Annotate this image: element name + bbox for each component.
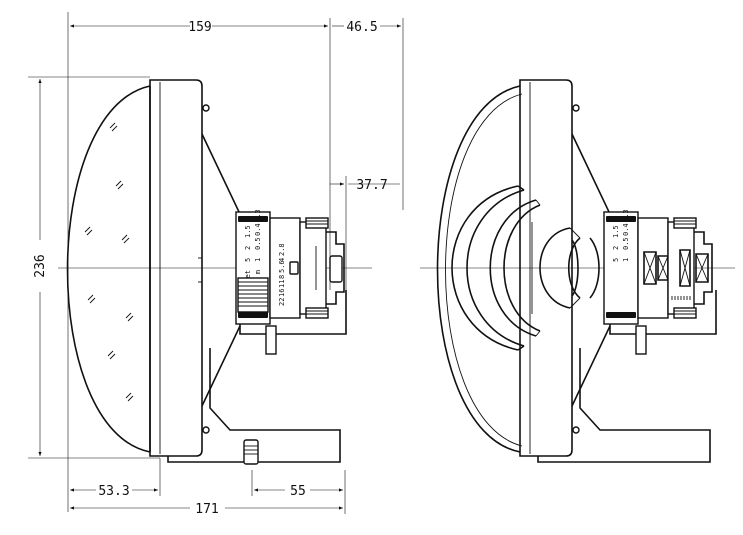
svg-text:0.4: 0.4 bbox=[622, 223, 630, 236]
svg-text:2: 2 bbox=[612, 246, 620, 250]
focus-knurl bbox=[237, 277, 269, 313]
svg-text:22: 22 bbox=[278, 298, 286, 306]
svg-text:1: 1 bbox=[622, 258, 630, 262]
section-hood-rim bbox=[519, 79, 573, 457]
section-bracket bbox=[537, 348, 711, 463]
dim-159: 159 bbox=[188, 20, 211, 35]
svg-text:5: 5 bbox=[244, 258, 252, 262]
svg-text:0.4: 0.4 bbox=[254, 223, 262, 236]
front-dome bbox=[66, 85, 151, 453]
middle-element bbox=[539, 227, 571, 309]
lens-exterior-view: feet 5 2 1.5 1 m 1 0.5 0.4 0.3 22 16 11 … bbox=[58, 79, 372, 465]
bayonet-mount bbox=[326, 231, 345, 305]
svg-text:1: 1 bbox=[254, 258, 262, 262]
dimension-labels: 159 46.5 37.7 236 53.3 55 171 bbox=[33, 20, 388, 517]
tripod-foot bbox=[265, 325, 277, 355]
section-bayonet bbox=[694, 231, 713, 305]
hood-rim bbox=[149, 79, 203, 457]
svg-text:2: 2 bbox=[244, 246, 252, 250]
front-meniscus bbox=[451, 185, 519, 351]
bracket-knob bbox=[243, 439, 259, 465]
svg-text:0.3: 0.3 bbox=[254, 209, 262, 222]
svg-text:m: m bbox=[254, 270, 262, 274]
section-aperture-ring bbox=[637, 217, 669, 319]
mounting-bracket bbox=[167, 348, 341, 463]
aperture-scale: 22 16 11 8 5.6 4 2.8 bbox=[278, 243, 286, 306]
screw-bottom bbox=[202, 426, 210, 434]
section-tripod-foot bbox=[635, 325, 647, 355]
svg-text:2.8: 2.8 bbox=[278, 243, 286, 256]
lens-cross-section-view: 5 2 1.5 1 1 0.5 0.4 0.3 bbox=[420, 79, 735, 463]
svg-text:16: 16 bbox=[278, 289, 286, 297]
barrel-ticks bbox=[671, 296, 691, 300]
dimension-lines bbox=[28, 12, 404, 514]
svg-text:1.5: 1.5 bbox=[244, 225, 252, 238]
svg-text:1: 1 bbox=[612, 218, 620, 222]
lens-cone bbox=[201, 133, 241, 407]
dim-46-5: 46.5 bbox=[346, 20, 377, 35]
dim-37-7: 37.7 bbox=[356, 178, 387, 193]
svg-text:5: 5 bbox=[612, 258, 620, 262]
dim-53-3: 53.3 bbox=[98, 484, 129, 499]
section-focus-ring bbox=[603, 211, 639, 325]
svg-text:11: 11 bbox=[278, 280, 286, 288]
rear-body bbox=[299, 221, 327, 315]
dim-171: 171 bbox=[195, 502, 218, 517]
svg-text:1: 1 bbox=[244, 218, 252, 222]
svg-text:4: 4 bbox=[278, 258, 286, 262]
svg-text:0.5: 0.5 bbox=[622, 237, 630, 250]
svg-text:1.5: 1.5 bbox=[612, 225, 620, 238]
screw-top bbox=[202, 104, 210, 112]
svg-text:0.5: 0.5 bbox=[254, 237, 262, 250]
dim-55: 55 bbox=[290, 484, 306, 499]
svg-text:5.6: 5.6 bbox=[278, 260, 286, 273]
section-distance-scale: 5 2 1.5 1 1 0.5 0.4 0.3 bbox=[612, 209, 630, 262]
outer-dome bbox=[436, 85, 521, 453]
svg-text:0.3: 0.3 bbox=[622, 209, 630, 222]
svg-text:8: 8 bbox=[278, 275, 286, 279]
dim-236: 236 bbox=[33, 254, 48, 277]
